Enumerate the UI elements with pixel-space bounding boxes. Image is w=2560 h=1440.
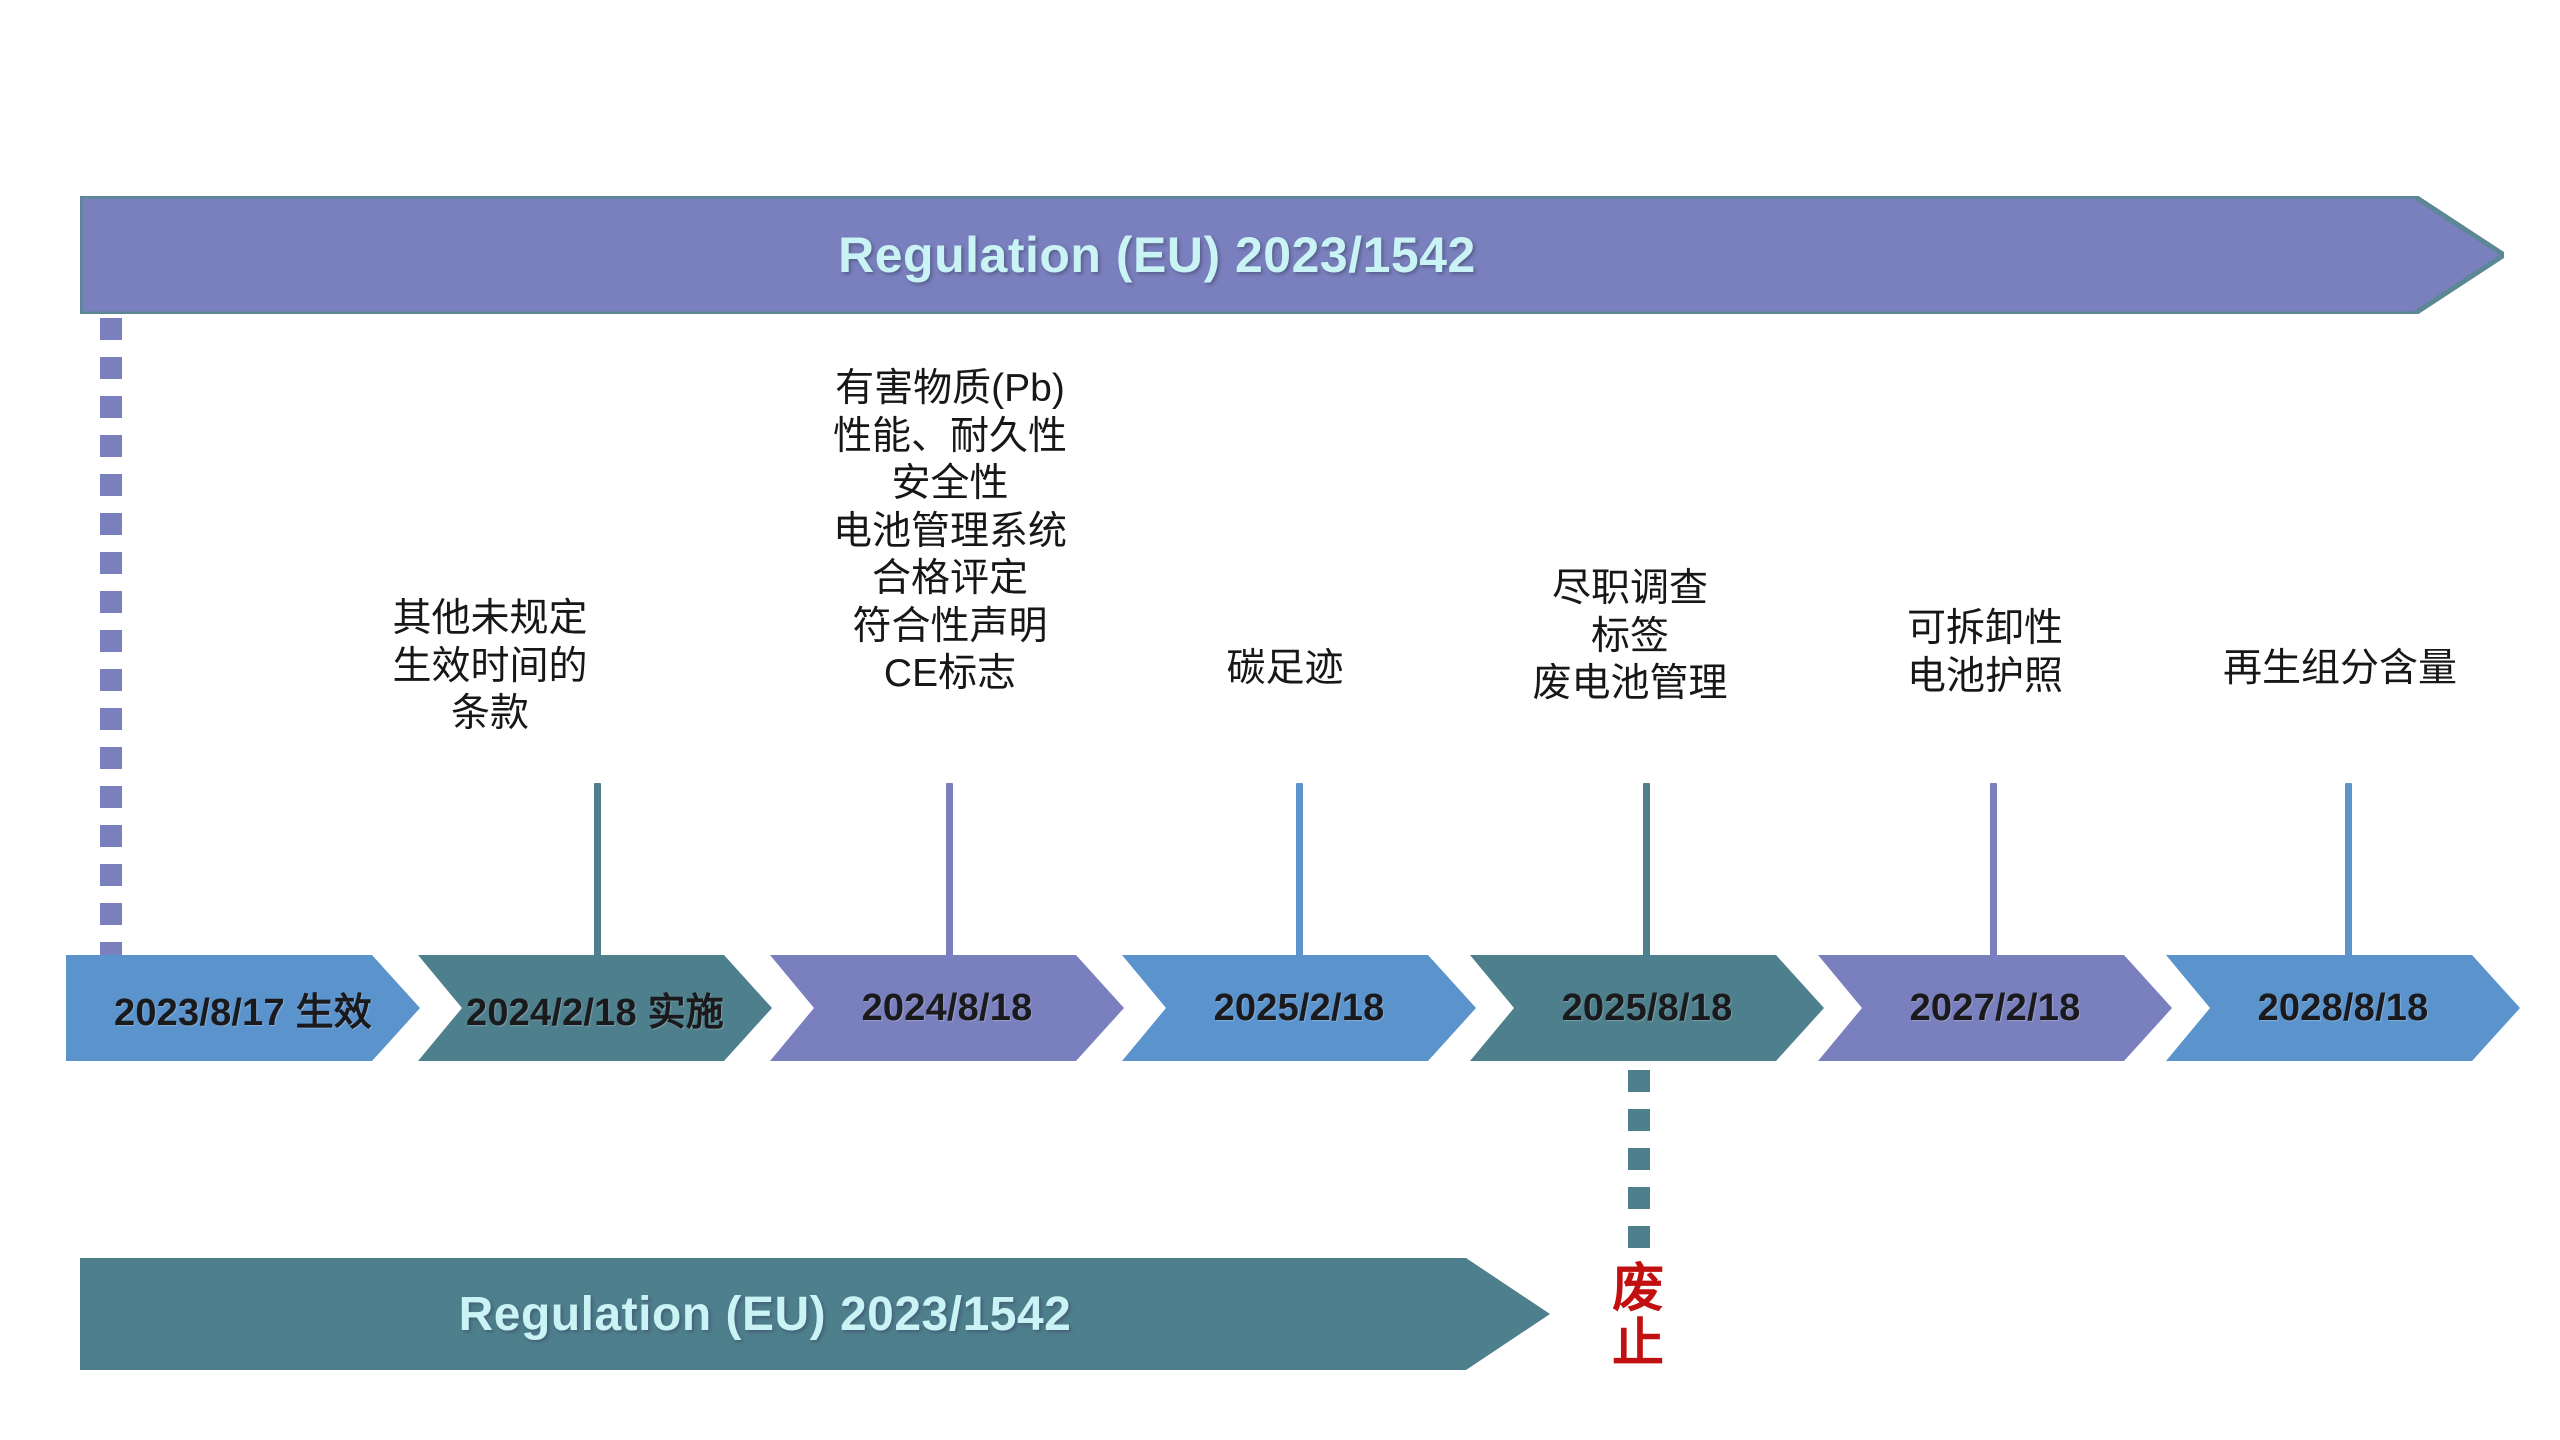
timeline-step-label: 2023/8/17 生效 bbox=[113, 991, 372, 1034]
timeline-step-2028-08-18[interactable]: 2028/8/18 bbox=[2166, 955, 2520, 1061]
timeline-step-label: 2028/8/18 bbox=[2257, 986, 2429, 1029]
timeline-step-2027-02-18[interactable]: 2027/2/18 bbox=[1818, 955, 2172, 1061]
milestone-stem-7 bbox=[2345, 783, 2352, 959]
timeline-step-label: 2024/2/18 实施 bbox=[465, 991, 724, 1034]
timeline-step-label: 2024/8/18 bbox=[861, 986, 1033, 1029]
label-line: 再生组分含量 bbox=[2222, 647, 2457, 690]
label-line: 电池管理系统 bbox=[832, 509, 1067, 553]
chevron-shape bbox=[770, 955, 1124, 1061]
milestone-label-7: 再生组分含量 bbox=[2170, 645, 2510, 693]
label-line: 标签 bbox=[1590, 614, 1669, 658]
entry-into-force-dashed-connector bbox=[100, 318, 122, 964]
timeline-step-2025-02-18[interactable]: 2025/2/18 bbox=[1122, 955, 1476, 1061]
label-line: 有害物质(Pb) bbox=[835, 367, 1065, 410]
timeline-step-label: 2025/8/18 bbox=[1561, 986, 1733, 1029]
chevron-shape bbox=[1122, 955, 1476, 1061]
label-line: 可拆卸性 bbox=[1906, 607, 2063, 650]
repeal-char-1: 废 bbox=[1611, 1260, 1664, 1318]
milestone-stem-5 bbox=[1643, 783, 1650, 959]
milestone-stem-2 bbox=[594, 783, 601, 959]
milestone-label-6: 可拆卸性 电池护照 bbox=[1820, 605, 2150, 700]
timeline-step-2023-08-17[interactable]: 2023/8/17 生效 bbox=[66, 955, 420, 1061]
milestone-stem-6 bbox=[1990, 783, 1997, 959]
bottom-banner-arrow-shape bbox=[80, 1258, 1550, 1370]
milestone-label-3: 有害物质(Pb) 性能、耐久性 安全性 电池管理系统 合格评定 符合性声明 CE… bbox=[770, 365, 1130, 698]
chevron-shape bbox=[2166, 955, 2520, 1061]
repeal-char-2: 止 bbox=[1611, 1314, 1664, 1373]
repeal-dashed-connector bbox=[1628, 1070, 1650, 1260]
top-banner-arrow-shape bbox=[80, 196, 2504, 314]
label-line: 废电池管理 bbox=[1532, 662, 1728, 706]
label-line: 电池护照 bbox=[1906, 654, 2063, 698]
top-banner-title: Regulation (EU) 2023/1542 bbox=[838, 227, 1476, 283]
label-line: 性能、耐久性 bbox=[832, 414, 1067, 458]
bottom-banner-title: Regulation (EU) 2023/1542 bbox=[458, 1287, 1072, 1341]
timeline-step-2024-02-18[interactable]: 2024/2/18 实施 bbox=[418, 955, 772, 1061]
label-line: 安全性 bbox=[891, 462, 1009, 506]
chevron-shape bbox=[66, 955, 420, 1061]
chevron-shape bbox=[1470, 955, 1824, 1061]
label-line: 尽职调查 bbox=[1551, 567, 1708, 610]
milestone-stem-4 bbox=[1296, 783, 1303, 959]
label-line: 其他未规定 bbox=[392, 597, 588, 640]
milestone-label-2: 其他未规定 生效时间的 条款 bbox=[310, 595, 670, 738]
label-line: 生效时间的 bbox=[392, 644, 588, 688]
timeline-step-2025-08-18[interactable]: 2025/8/18 bbox=[1470, 955, 1824, 1061]
label-line: 碳足迹 bbox=[1226, 647, 1344, 690]
milestone-stem-3 bbox=[946, 783, 953, 959]
label-line: 条款 bbox=[450, 692, 529, 736]
top-regulation-banner: Regulation (EU) 2023/1542 bbox=[80, 196, 2504, 314]
bottom-regulation-banner: Regulation (EU) 2023/1542 bbox=[80, 1258, 1550, 1370]
timeline-step-label: 2027/2/18 bbox=[1909, 986, 2081, 1029]
timeline-step-label: 2025/2/18 bbox=[1213, 986, 1385, 1029]
chevron-shape bbox=[418, 955, 772, 1061]
milestone-label-4: 碳足迹 bbox=[1120, 645, 1450, 693]
chevron-shape bbox=[1818, 955, 2172, 1061]
label-line: 符合性声明 bbox=[852, 604, 1048, 648]
label-line: 合格评定 bbox=[871, 557, 1028, 601]
label-line: CE标志 bbox=[883, 652, 1017, 696]
milestone-label-5: 尽职调查 标签 废电池管理 bbox=[1465, 565, 1795, 708]
timeline-step-2024-08-18[interactable]: 2024/8/18 bbox=[770, 955, 1124, 1061]
repeal-label: 废 止 bbox=[1598, 1262, 1678, 1371]
